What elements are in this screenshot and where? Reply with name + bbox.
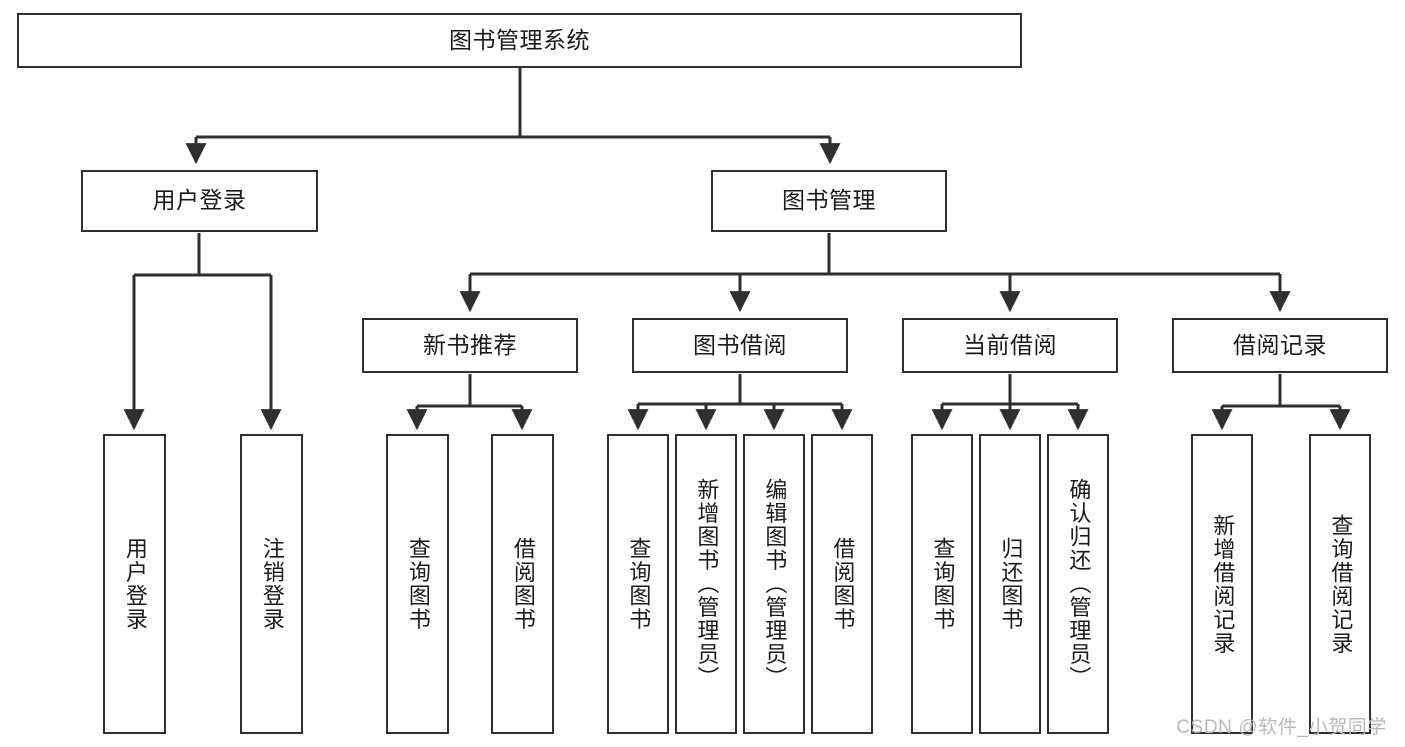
node-label: 查询图书 [405, 537, 431, 631]
node-label: 图书管理系统 [449, 26, 590, 53]
node-label: 查询借阅记录 [1328, 513, 1354, 655]
leaf-query-book-new-book[interactable]: 查询图书 [386, 434, 449, 734]
node-label: 新增图书（管理员） [694, 478, 720, 690]
node-label: 注销登录 [259, 537, 285, 631]
node-book-management-system[interactable]: 图书管理系统 [17, 13, 1022, 68]
node-label: 借阅图书 [510, 537, 536, 631]
node-label: 图书管理 [782, 187, 876, 214]
node-label: 编辑图书（管理员） [762, 478, 788, 690]
node-label: 确认归还（管理员） [1066, 478, 1092, 690]
node-book-borrow[interactable]: 图书借阅 [632, 318, 848, 373]
leaf-query-book-borrow[interactable]: 查询图书 [607, 434, 669, 734]
leaf-add-borrow-record[interactable]: 新增借阅记录 [1191, 434, 1253, 734]
node-new-book-recommend[interactable]: 新书推荐 [362, 318, 578, 373]
node-label: 查询图书 [930, 537, 956, 631]
node-label: 用户登录 [152, 187, 247, 214]
node-label: 新增借阅记录 [1210, 513, 1236, 655]
node-label: 归还图书 [998, 537, 1024, 631]
node-label: 查询图书 [626, 537, 652, 631]
node-book-manage[interactable]: 图书管理 [711, 170, 947, 232]
leaf-return-book[interactable]: 归还图书 [979, 434, 1041, 734]
leaf-borrow-book[interactable]: 借阅图书 [811, 434, 873, 734]
leaf-user-logout[interactable]: 注销登录 [240, 434, 303, 734]
leaf-add-book[interactable]: 新增图书（管理员） [675, 434, 737, 734]
node-label: 用户登录 [122, 537, 148, 631]
node-current-borrow[interactable]: 当前借阅 [902, 318, 1118, 373]
node-label: 借阅图书 [830, 537, 856, 631]
leaf-query-book-current[interactable]: 查询图书 [911, 434, 973, 734]
node-label: 图书借阅 [693, 331, 787, 358]
leaf-query-borrow-record[interactable]: 查询借阅记录 [1309, 434, 1371, 734]
node-borrow-record[interactable]: 借阅记录 [1172, 318, 1388, 373]
node-user-login[interactable]: 用户登录 [81, 170, 318, 232]
leaf-confirm-return[interactable]: 确认归还（管理员） [1047, 434, 1109, 734]
csdn-watermark: CSDN @软件_小贺同学 [1176, 717, 1387, 738]
node-label: 当前借阅 [963, 331, 1057, 358]
leaf-user-login[interactable]: 用户登录 [103, 434, 166, 734]
leaf-borrow-book-new-book[interactable]: 借阅图书 [491, 434, 554, 734]
leaf-edit-book[interactable]: 编辑图书（管理员） [743, 434, 805, 734]
node-label: 新书推荐 [423, 331, 517, 358]
node-label: 借阅记录 [1233, 331, 1327, 358]
